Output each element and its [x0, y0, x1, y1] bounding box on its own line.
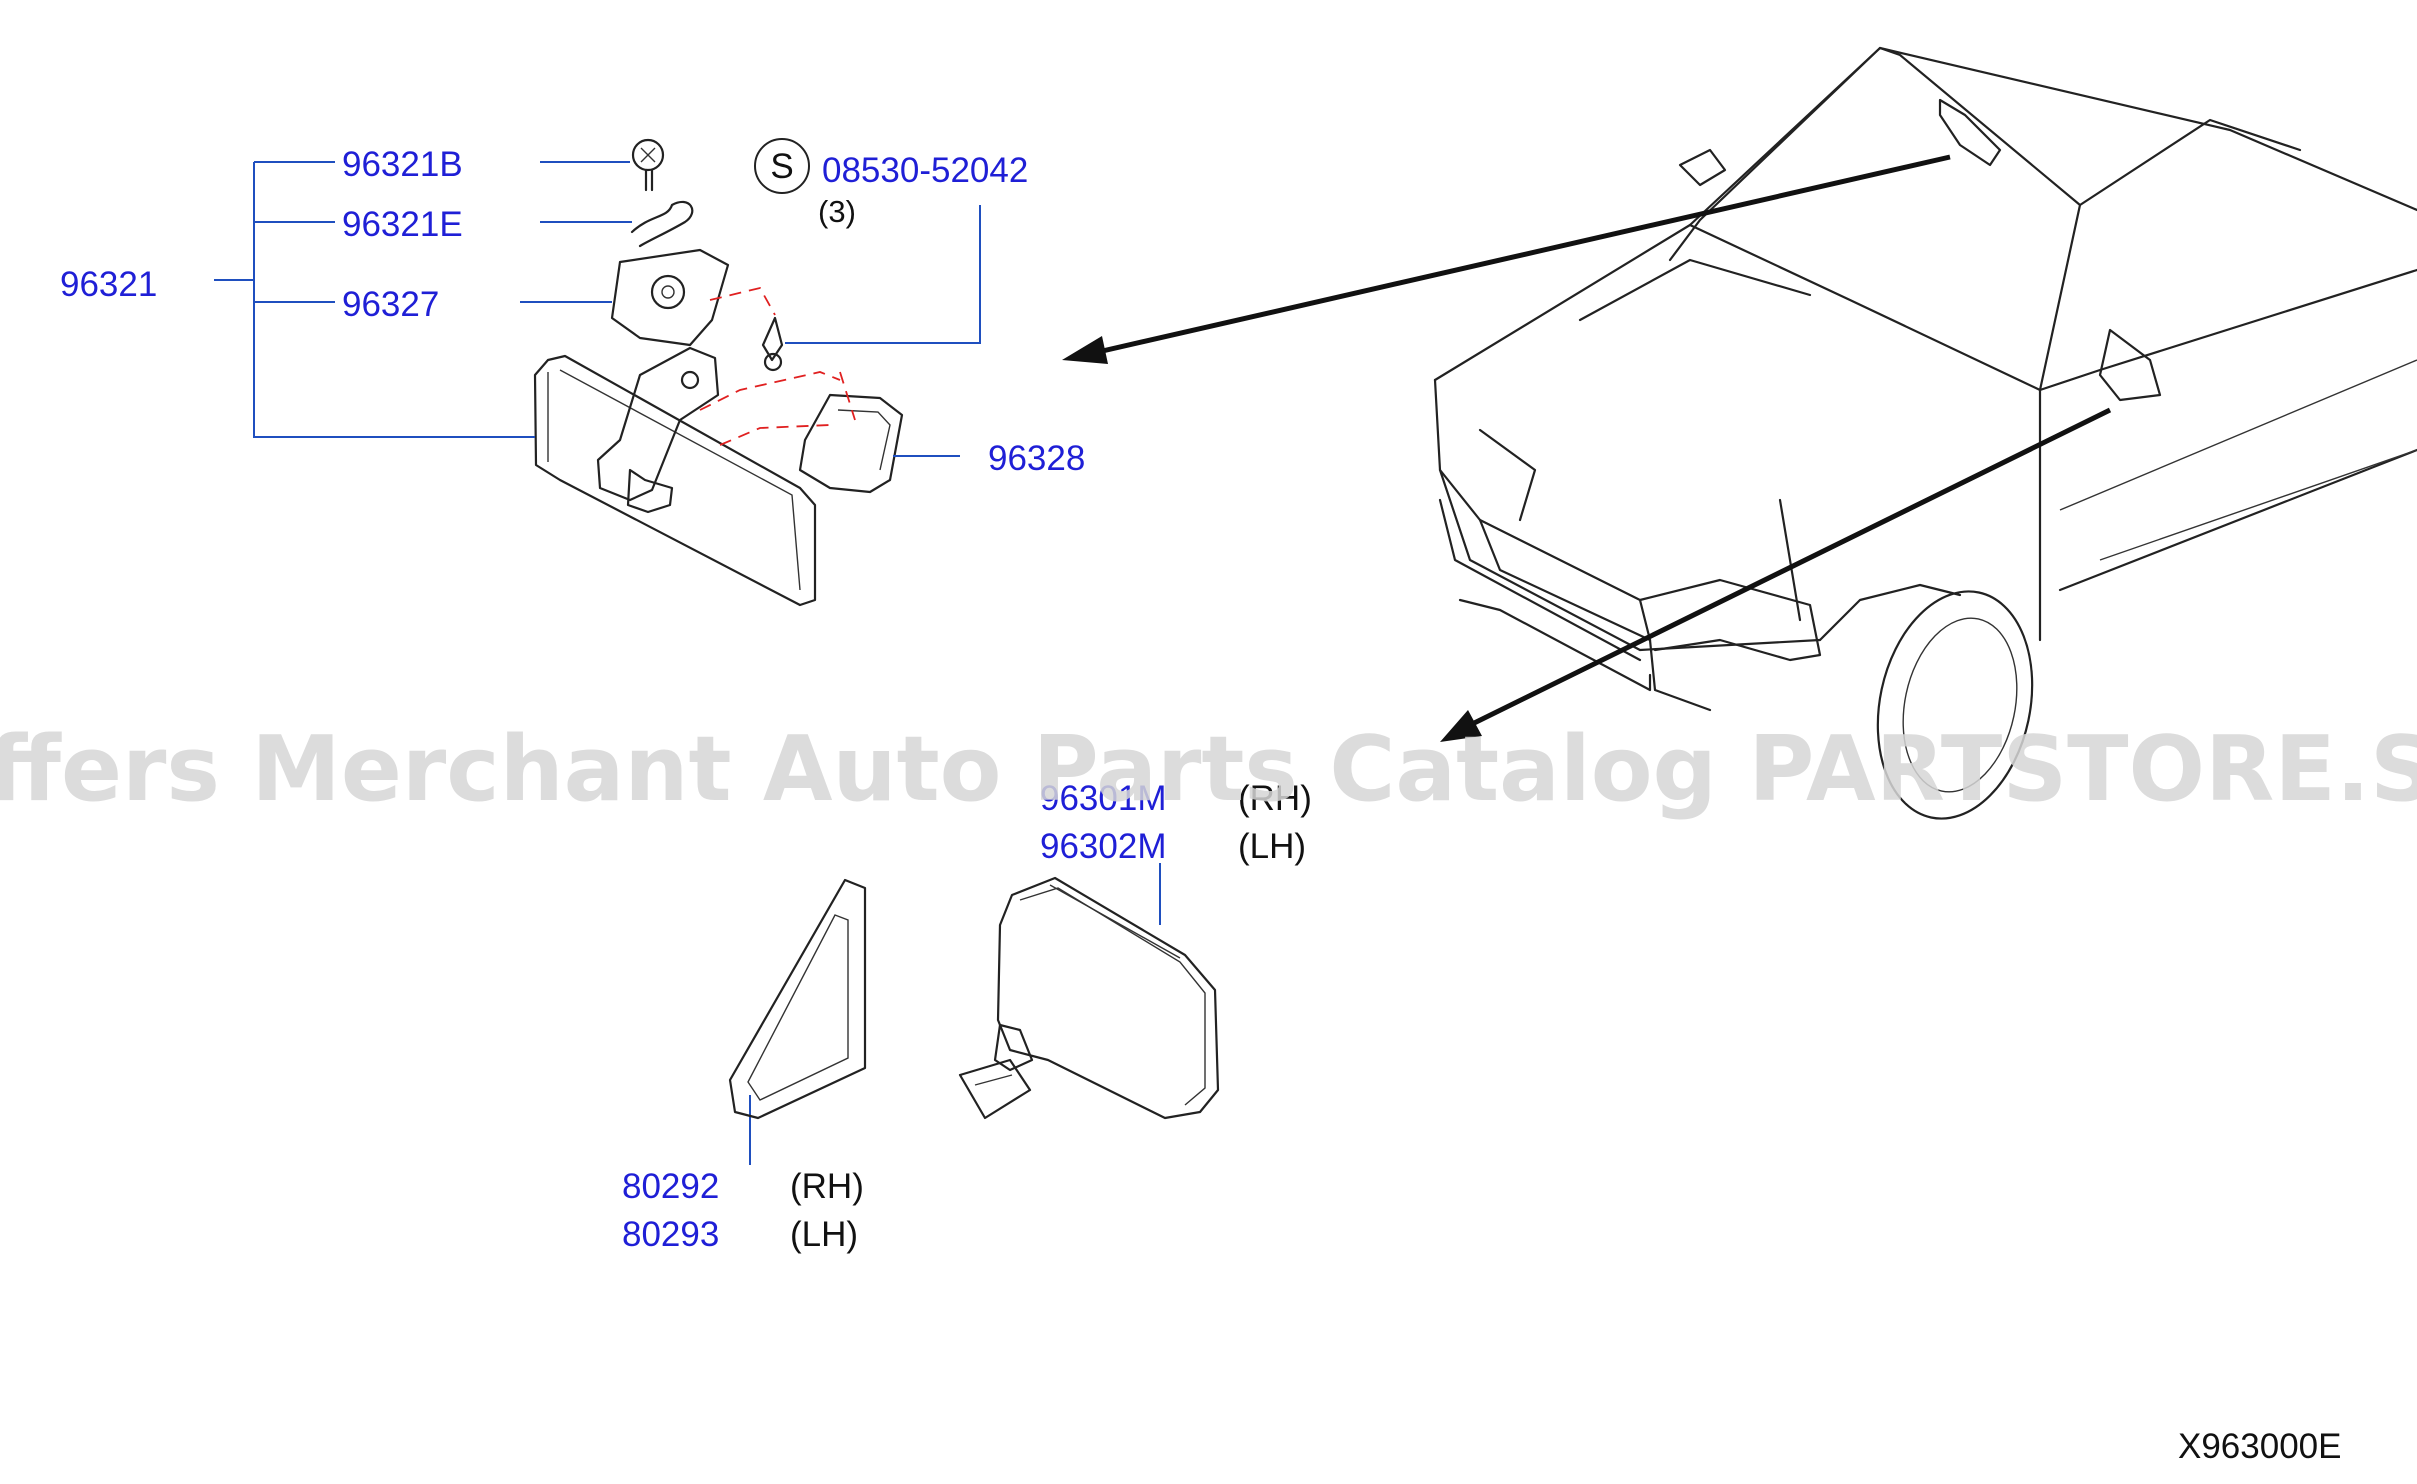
leader-lines — [214, 161, 1161, 1165]
supplied-symbol-icon — [754, 138, 810, 194]
side-rh-door-mirror: (RH) — [1238, 779, 1312, 818]
side-lh-corner-trim: (LH) — [790, 1215, 858, 1254]
part-number-96327[interactable]: 96327 — [342, 285, 439, 324]
callout-arrows — [1062, 154, 2112, 742]
side-rh-corner-trim: (RH) — [790, 1167, 864, 1206]
part-number-96328[interactable]: 96328 — [988, 439, 1085, 478]
corner-trim — [728, 878, 867, 1120]
figure-code: X963000E — [2178, 1427, 2341, 1466]
interior-mirror-assembly — [533, 138, 904, 607]
arrow-head-exterior — [1440, 710, 1482, 742]
watermark: Offers Merchant Auto Parts Catalog PARTS… — [0, 717, 2417, 822]
part-number-96302M[interactable]: 96302M — [1040, 827, 1166, 866]
part-number-96321B[interactable]: 96321B — [342, 145, 463, 184]
part-number-08530-52042[interactable]: 08530-52042 — [822, 151, 1028, 190]
part-number-96301M[interactable]: 96301M — [1040, 779, 1166, 818]
part-number-96321[interactable]: 96321 — [60, 265, 157, 304]
supplied-symbol-letter: S — [770, 147, 793, 186]
side-lh-door-mirror: (LH) — [1238, 827, 1306, 866]
arrow-head-interior — [1062, 336, 1108, 364]
part-number-80292[interactable]: 80292 — [622, 1167, 719, 1206]
vehicle-outline — [1433, 46, 2417, 820]
screw-quantity: (3) — [818, 194, 856, 229]
part-number-80293[interactable]: 80293 — [622, 1215, 719, 1254]
door-mirror — [958, 876, 1220, 1120]
part-number-96321E[interactable]: 96321E — [342, 205, 463, 244]
